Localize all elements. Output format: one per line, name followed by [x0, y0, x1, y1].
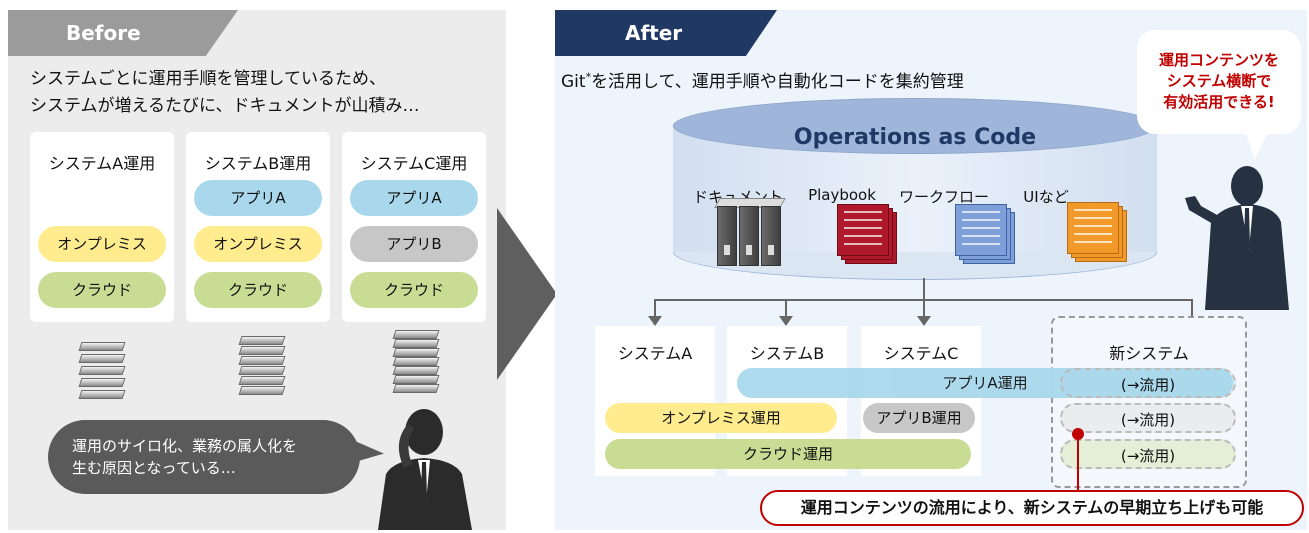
- system-b-label: システムB: [749, 344, 825, 363]
- callout-dot: [1072, 428, 1084, 440]
- new-system-label: 新システム: [1109, 344, 1189, 363]
- system-c-app-b-pill: アプリB: [350, 226, 478, 262]
- after-speech-bubble: 運用コンテンツを システム横断で 有効活用できる!: [1137, 30, 1301, 134]
- new-system-column: 新システム: [1051, 316, 1247, 488]
- before-speech-line1: 運用のサイロ化、業務の属人化を: [72, 437, 298, 455]
- repository-top: [673, 98, 1157, 154]
- after-speech-tail: [1245, 130, 1269, 160]
- app-a-operation-label: アプリA運用: [942, 374, 1028, 392]
- reuse-cloud-bar: (→流用): [1060, 439, 1236, 469]
- repository-title: Operations as Code: [793, 125, 1037, 150]
- connector-line: [923, 299, 925, 319]
- after-tab: After: [555, 10, 777, 56]
- before-speech-line2: 生む原因となっている…: [72, 459, 236, 477]
- callout-line: [1077, 440, 1079, 490]
- system-c-title: システムC運用: [360, 154, 468, 173]
- after-description-git: Git: [561, 72, 586, 92]
- system-a-card: システムA運用 オンプレミス クラウド: [30, 132, 174, 322]
- before-tab-label: Before: [66, 21, 141, 45]
- stacked-documents-icon: [388, 328, 448, 396]
- businessman-icon: [378, 409, 472, 530]
- system-a-onprem-pill: オンプレミス: [38, 226, 166, 262]
- repository-item-ui: UIなど: [1023, 188, 1069, 206]
- before-description-line2: システムが増えるたびに、ドキュメントが山積み…: [30, 96, 420, 116]
- system-c-card: システムC運用 アプリA アプリB クラウド: [342, 132, 486, 322]
- system-b-app-a-pill: アプリA: [194, 180, 322, 216]
- connector-line: [785, 299, 787, 319]
- connector-line: [654, 299, 656, 319]
- repository-item-workflow: ワークフロー: [899, 188, 990, 206]
- onprem-operation-bar: オンプレミス運用: [605, 403, 837, 433]
- system-b-title: システムB運用: [204, 154, 312, 173]
- after-description-text: を活用して、運用手順や自動化コードを集約管理: [591, 72, 964, 92]
- reuse-app-b-bar: (→流用): [1060, 403, 1236, 433]
- reuse-callout: 運用コンテンツの流用により、新システムの早期立ち上げも可能: [760, 490, 1304, 526]
- system-a-label: システムA: [617, 344, 693, 363]
- arrow-down-icon: [917, 316, 931, 326]
- transition-arrow-icon: [497, 208, 557, 380]
- stacked-documents-icon: [74, 336, 134, 404]
- before-tab: Before: [8, 10, 238, 56]
- binders-icon: [714, 198, 789, 268]
- system-a-title: システムA運用: [48, 154, 156, 173]
- system-b-onprem-pill: オンプレミス: [194, 226, 322, 262]
- system-c-label: システムC: [883, 344, 959, 363]
- system-c-app-a-pill: アプリA: [350, 180, 478, 216]
- ui-icon: [1067, 202, 1127, 262]
- system-b-card: システムB運用 アプリA オンプレミス クラウド: [186, 132, 330, 322]
- system-a-cloud-pill: クラウド: [38, 272, 166, 308]
- repository-item-playbook: Playbook: [808, 186, 876, 204]
- stacked-documents-icon: [234, 332, 294, 400]
- connector-line: [923, 278, 925, 300]
- before-panel: Before システムごとに運用手順を管理しているため、 システムが増えるたびに…: [8, 10, 506, 530]
- app-a-operation-bar: アプリA運用: [737, 368, 1233, 398]
- playbook-icon: [837, 204, 897, 264]
- reuse-app-a-bar: (→流用): [1060, 368, 1236, 398]
- before-speech-bubble: 運用のサイロ化、業務の属人化を 生む原因となっている…: [48, 420, 360, 494]
- businessman-icon: [1185, 166, 1289, 310]
- after-speech-line3: 有効活用できる!: [1163, 93, 1275, 111]
- cloud-operation-bar: クラウド運用: [605, 439, 971, 469]
- after-tab-label: After: [625, 21, 683, 45]
- after-description-footnote-mark: *: [585, 70, 592, 84]
- after-speech-line2: システム横断で: [1166, 72, 1272, 90]
- arrow-down-icon: [779, 316, 793, 326]
- workflow-icon: [955, 204, 1015, 264]
- after-panel: After Git*を活用して、運用手順や自動化コードを集約管理 Operati…: [555, 10, 1307, 530]
- before-description: システムごとに運用手順を管理しているため、 システムが増えるたびに、ドキュメント…: [30, 66, 419, 120]
- connector-line: [1191, 299, 1193, 319]
- system-c-cloud-pill: クラウド: [350, 272, 478, 308]
- app-b-operation-bar: アプリB運用: [863, 403, 975, 433]
- arrow-down-icon: [648, 316, 662, 326]
- before-description-line1: システムごとに運用手順を管理しているため、: [30, 69, 386, 89]
- after-speech-line1: 運用コンテンツを: [1158, 51, 1279, 69]
- system-b-cloud-pill: クラウド: [194, 272, 322, 308]
- after-description: Git*を活用して、運用手順や自動化コードを集約管理: [561, 67, 964, 92]
